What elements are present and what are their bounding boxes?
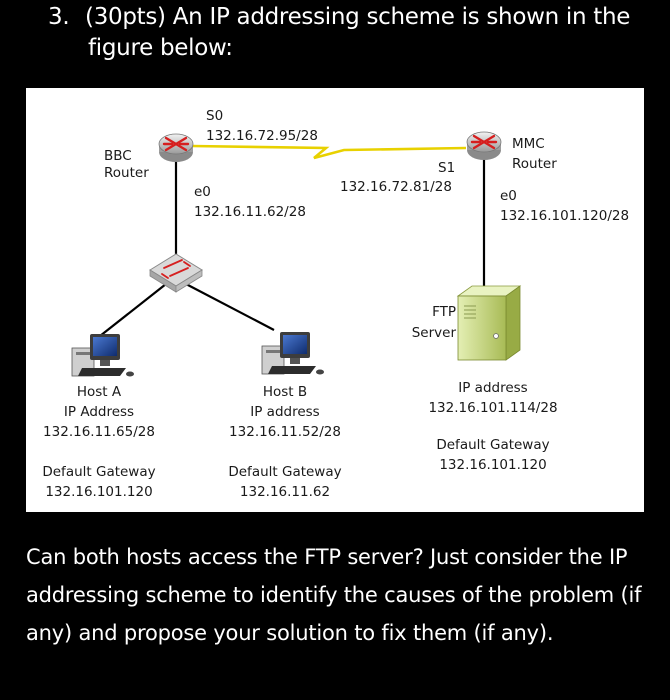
ftp-server-label-line2: Server bbox=[411, 325, 456, 341]
s1-interface-name: S1 bbox=[438, 160, 456, 176]
ftp-ip-label: IP address bbox=[458, 380, 528, 396]
s0-label: S0 132.16.72.95/28 bbox=[206, 108, 318, 145]
diagram-graphics bbox=[71, 131, 522, 377]
host-a-ip-address: 132.16.11.65/28 bbox=[43, 424, 155, 440]
bbc-e0-label: e0 132.16.11.62/28 bbox=[194, 184, 306, 221]
ftp-server-label: FTP Server bbox=[408, 304, 456, 342]
server-icon bbox=[456, 285, 522, 361]
ftp-gateway: 132.16.101.120 bbox=[439, 457, 547, 473]
host-a-ip-label: IP Address bbox=[63, 404, 135, 420]
mmc-router-label-line1: MMC bbox=[512, 136, 545, 152]
serial-link-icon bbox=[191, 144, 467, 160]
host-b-ip-address: 132.16.11.52/28 bbox=[229, 424, 341, 440]
link-switch-host-b bbox=[185, 283, 275, 331]
computer-icon bbox=[71, 334, 134, 377]
question-header: 3. (30pts) An IP addressing scheme is sh… bbox=[48, 2, 648, 64]
host-a-name: Host A bbox=[76, 384, 122, 400]
host-b-name: Host B bbox=[262, 384, 308, 400]
mmc-e0-ip-address: 132.16.101.120/28 bbox=[500, 208, 630, 224]
bbc-e0-interface-name: e0 bbox=[194, 184, 211, 200]
ftp-server-label-line1: FTP bbox=[432, 304, 456, 320]
question-header-line1: (30pts) An IP addressing scheme is shown… bbox=[85, 4, 631, 30]
s1-label: S1 132.16.72.81/28 bbox=[340, 160, 455, 196]
host-a-gateway-label: Default Gateway bbox=[42, 464, 156, 480]
mmc-e0-label: e0 132.16.101.120/28 bbox=[500, 188, 629, 225]
link-switch-host-a bbox=[99, 283, 167, 337]
bbc-router-label: BBC Router bbox=[104, 148, 149, 182]
question-number: 3. bbox=[48, 4, 70, 30]
host-a-gateway: 132.16.101.120 bbox=[45, 484, 153, 500]
host-a-info: Host A IP Address 132.16.11.65/28 Defaul… bbox=[30, 384, 168, 501]
host-b-gateway: 132.16.11.62 bbox=[239, 484, 331, 500]
ftp-gateway-label: Default Gateway bbox=[436, 437, 550, 453]
host-b-info: Host B IP address 132.16.11.52/28 Defaul… bbox=[216, 384, 354, 501]
bbc-e0-ip-address: 132.16.11.62/28 bbox=[194, 204, 306, 220]
host-b-ip-label: IP address bbox=[250, 404, 320, 420]
mmc-e0-interface-name: e0 bbox=[500, 188, 517, 204]
bbc-router-label-line1: BBC bbox=[104, 148, 132, 164]
computer-icon bbox=[261, 332, 324, 375]
s1-ip-address: 132.16.72.81/28 bbox=[340, 179, 452, 195]
mmc-router-label-line2: Router bbox=[512, 156, 557, 172]
ftp-ip-address: 132.16.101.114/28 bbox=[428, 400, 558, 416]
mmc-router-label: MMC Router bbox=[512, 136, 557, 173]
s0-ip-address: 132.16.72.95/28 bbox=[206, 128, 318, 144]
router-icon bbox=[158, 133, 194, 162]
switch-icon bbox=[149, 253, 203, 293]
question-body: Can both hosts access the FTP server? Ju… bbox=[26, 545, 642, 645]
ftp-server-info: IP address 132.16.101.114/28 Default Gat… bbox=[414, 380, 572, 474]
question-header-line2: figure below: bbox=[88, 35, 233, 61]
s0-interface-name: S0 bbox=[206, 108, 224, 124]
host-b-gateway-label: Default Gateway bbox=[228, 464, 342, 480]
router-icon bbox=[466, 131, 502, 160]
bbc-router-label-line2: Router bbox=[104, 165, 149, 181]
network-diagram: BBC Router S0 132.16.72.95/28 e0 132.16.… bbox=[26, 88, 644, 512]
